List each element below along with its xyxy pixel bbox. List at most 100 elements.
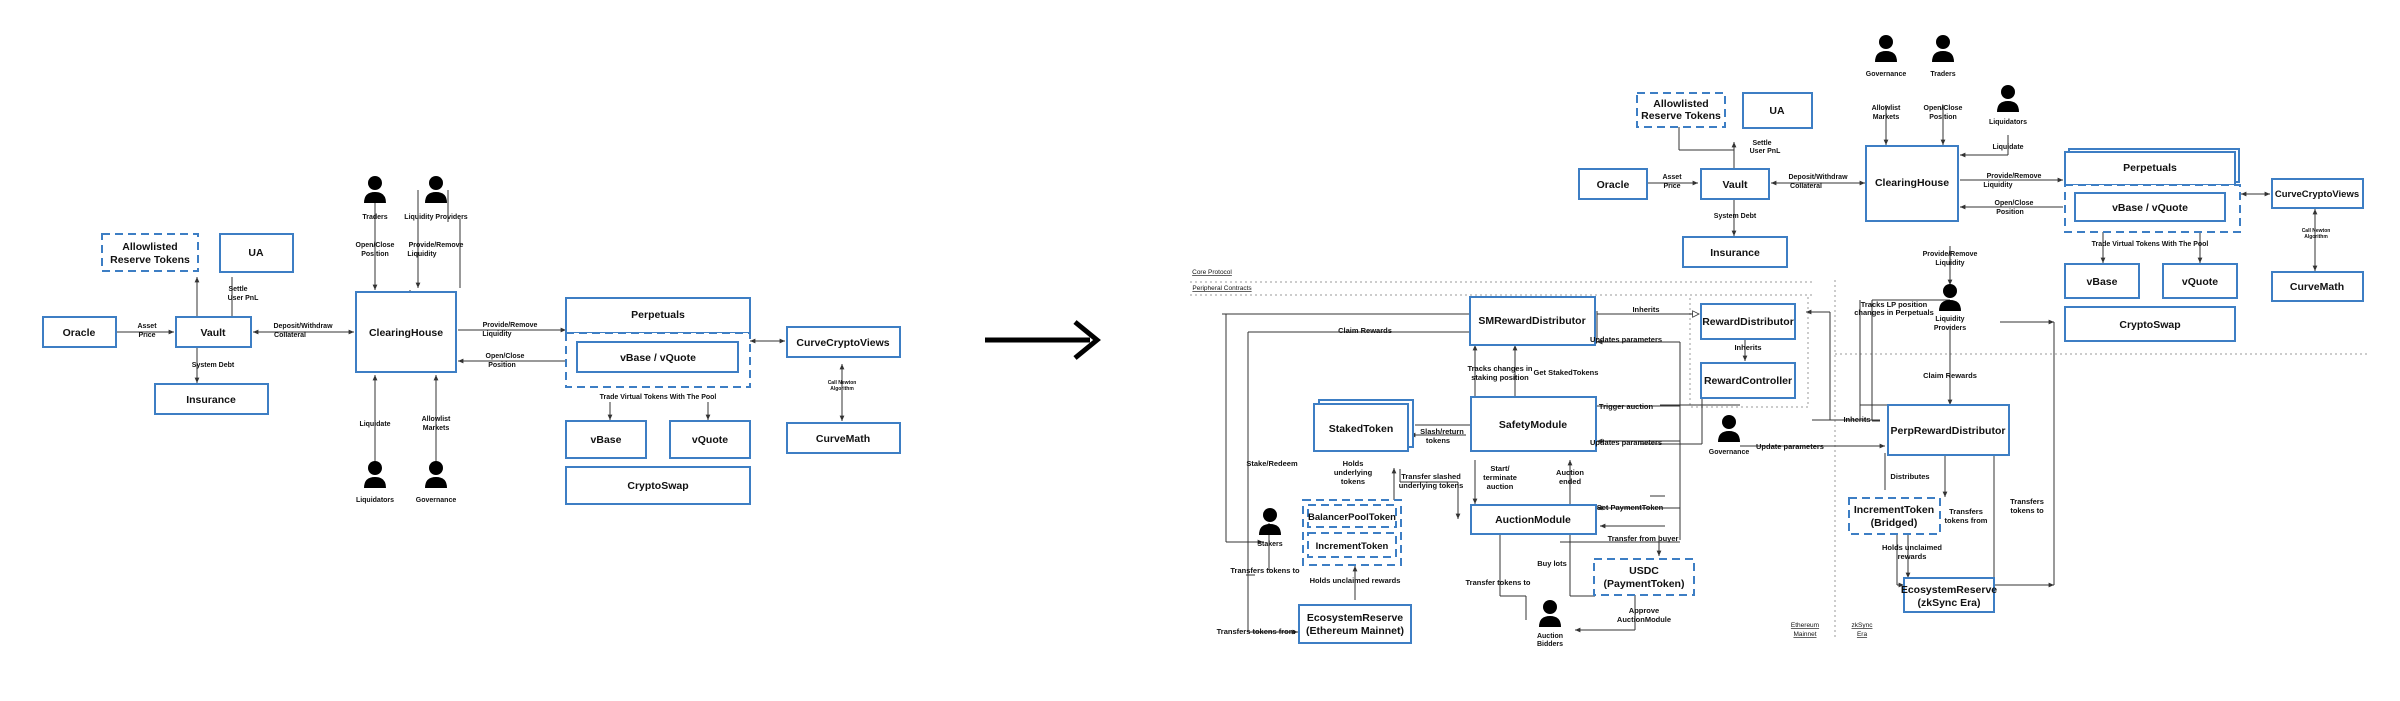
incrementtoken-box: [1307, 532, 1397, 558]
edge-label: Trigger auction: [1599, 402, 1654, 411]
incrementtoken-bridged-label: (Bridged): [1871, 517, 1918, 529]
auctionmodule-box: [1470, 504, 1597, 535]
ua-box-after: [1742, 92, 1813, 129]
usdc-label: USDC: [1629, 565, 1659, 577]
ecosystemreserve-zk-label: EcosystemReserve: [1901, 584, 1997, 596]
reserve-tokens-label: Reserve Tokens: [110, 254, 190, 266]
vbase-box-after: [2064, 263, 2140, 299]
edge-label: Open/Close: [1995, 200, 2034, 207]
cryptoswap-label: CryptoSwap: [2119, 319, 2180, 331]
traders-label: Traders: [1930, 71, 1955, 78]
edge-label: changes in Perpetuals: [1854, 308, 1934, 317]
vbase-box: [565, 420, 647, 459]
section-ethereum: Mainnet: [1793, 631, 1816, 638]
stakedtoken-label: StakedToken: [1329, 423, 1394, 435]
perpetuals-label: Perpetuals: [2123, 162, 2177, 174]
edge-label: Holds: [1343, 459, 1364, 468]
section-peripheral-contracts: Peripheral Contracts: [1192, 285, 1252, 292]
incrementtoken-bridged-label: IncrementToken: [1854, 504, 1934, 516]
edge-label: Start/: [1490, 464, 1510, 473]
edge-label: Trade Virtual Tokens With The Pool: [600, 394, 717, 401]
insurance-label: Insurance: [186, 394, 236, 406]
edge-label: Open/Close: [486, 353, 525, 360]
edge-label: Settle: [1752, 140, 1771, 147]
rewardcontroller-box: [1700, 362, 1796, 399]
smrewarddistributor-box: [1469, 296, 1596, 346]
traders-actor-after: [1932, 35, 1954, 62]
oracle-label: Oracle: [1597, 179, 1630, 191]
reserve-tokens-label: Allowlisted: [122, 241, 177, 253]
liquidators-actor: [364, 461, 386, 488]
edge-label: User PnL: [1750, 148, 1781, 155]
edge-label: Holds unclaimed rewards: [1310, 576, 1401, 585]
vault-label: Vault: [1722, 179, 1748, 191]
vbase-vquote-label: vBase / vQuote: [620, 352, 696, 364]
rewarddistributor-label: RewardDistributor: [1702, 316, 1794, 328]
clearinghouse-box-after: [1865, 145, 1959, 222]
edge-label: Stake/Redeem: [1246, 459, 1298, 468]
vquote-box: [669, 420, 751, 459]
edge-label: Position: [488, 362, 516, 369]
edge-label: Updates parameters: [1590, 438, 1662, 447]
auction-bidders-actor: [1539, 600, 1561, 627]
governance-actor-after: [1875, 35, 1897, 62]
ecosystemreserve-zk-label: (zkSync Era): [1917, 597, 1980, 609]
cryptoswap-label: CryptoSwap: [627, 480, 688, 492]
section-ethereum: Ethereum: [1791, 622, 1819, 629]
edge-label: staking position: [1471, 373, 1529, 382]
liquidators-actor-after: [1997, 85, 2019, 112]
vquote-label: vQuote: [2182, 276, 2218, 288]
edge-label: Set PaymentToken: [1597, 503, 1664, 512]
auction-bidders-label: Bidders: [1537, 641, 1563, 648]
edge-label: underlying: [1334, 468, 1373, 477]
curvecryptoviews-box-after: [2271, 178, 2364, 209]
insurance-box-after: [1682, 236, 1788, 268]
ecosystemreserve-eth-label: EcosystemReserve: [1307, 612, 1403, 624]
edge-label: Transfers: [2010, 497, 2044, 506]
edge-label: AuctionModule: [1617, 615, 1671, 624]
oracle-label: Oracle: [63, 327, 96, 339]
edge-label: Markets: [423, 425, 450, 432]
governance-label: Governance: [1866, 71, 1907, 78]
edge-label: Call Newton: [828, 380, 857, 386]
ecosystemreserve-zk-box: [1903, 577, 1995, 613]
curvemath-label: CurveMath: [2290, 281, 2344, 293]
vbase-vquote-label: vBase / vQuote: [2112, 202, 2188, 214]
governance-label: Governance: [416, 497, 457, 504]
balancerpooltoken-box: [1307, 504, 1397, 528]
edge-label: Deposit/Withdraw: [1788, 174, 1848, 181]
edge-label: Liquidity: [1935, 260, 1964, 267]
liquidity-providers-label: Providers: [1934, 325, 1966, 332]
usdc-box: [1593, 558, 1695, 596]
oracle-box: [42, 316, 117, 348]
edge-label: System Debt: [1714, 213, 1757, 220]
stakers-label: Stakers: [1257, 541, 1282, 548]
edge-label: tokens: [1341, 477, 1365, 486]
curvecryptoviews-box: [786, 326, 901, 358]
curvemath-box: [786, 422, 901, 454]
insurance-box: [154, 383, 269, 415]
governance-label: Governance: [1709, 449, 1750, 456]
insurance-label: Insurance: [1710, 247, 1760, 259]
edge-label: tokens: [1426, 436, 1450, 445]
balancerpooltoken-label: BalancerPoolToken: [1308, 512, 1396, 523]
edge-label: Provide/Remove: [1987, 173, 2042, 180]
section-core-protocol: Core Protocol: [1192, 269, 1232, 276]
edge-label: Provide/Remove: [409, 242, 464, 249]
vbase-vquote-box: [576, 341, 739, 373]
oracle-box-after: [1578, 168, 1648, 200]
incrementtoken-label: IncrementToken: [1316, 541, 1389, 552]
edge-label: Update parameters: [1756, 442, 1824, 451]
edge-label: Tracks LP position: [1861, 300, 1928, 309]
transition-arrow: [985, 320, 1101, 360]
edge-label: Inherits: [1632, 305, 1659, 314]
governance-actor: [425, 461, 447, 488]
edge-label: System Debt: [192, 362, 235, 369]
edge-label: Transfer slashed: [1401, 472, 1461, 481]
edge-label: Call Newton: [2302, 228, 2331, 234]
rewardcontroller-label: RewardController: [1704, 375, 1792, 387]
auctionmodule-label: AuctionModule: [1495, 514, 1571, 526]
edge-label: Settle: [228, 286, 247, 293]
vbase-label: vBase: [2087, 276, 2118, 288]
